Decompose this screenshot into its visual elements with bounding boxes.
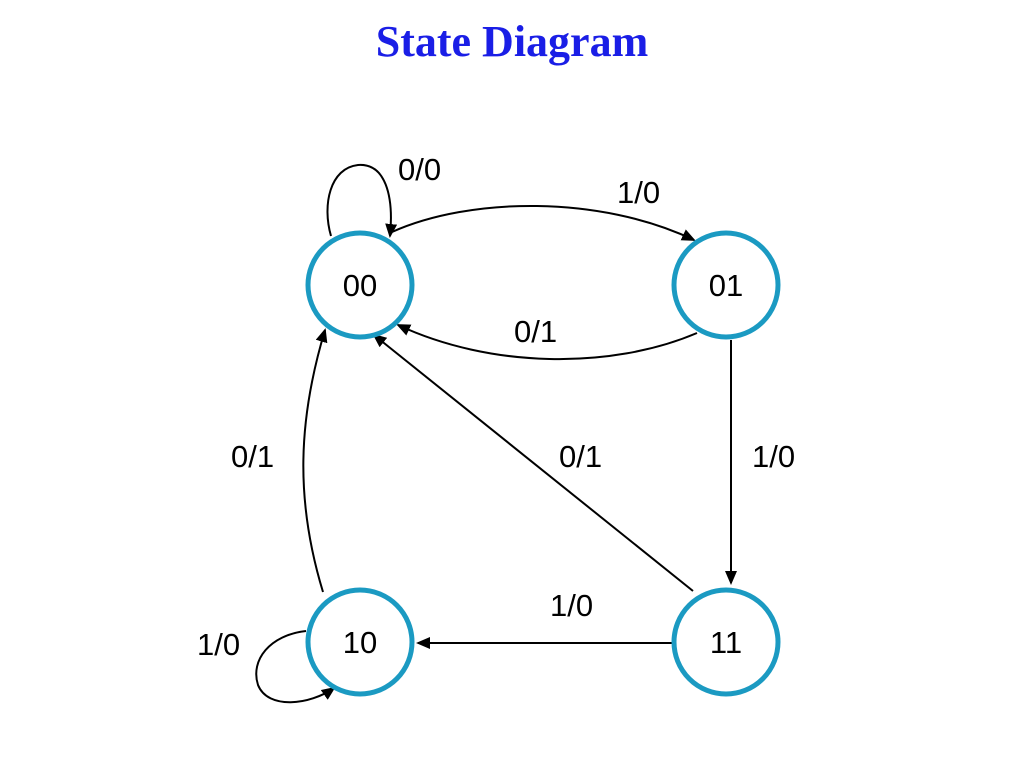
state-label: 10	[343, 625, 377, 660]
page-title: State Diagram	[375, 17, 649, 66]
label-01-to-00: 0/1	[514, 314, 557, 349]
state-label: 01	[709, 268, 743, 303]
label-11-to-00: 0/1	[559, 439, 602, 474]
state-node-10: 10	[305, 587, 415, 697]
edge-01-to-00	[396, 324, 698, 361]
state-circle	[305, 230, 415, 340]
label-10-to-10: 1/0	[197, 627, 240, 662]
state-node-11: 11	[671, 587, 781, 697]
label-01-to-11: 1/0	[752, 439, 795, 474]
edge-00-to-01	[391, 205, 696, 241]
state-circle	[305, 587, 415, 697]
edges	[255, 163, 737, 704]
state-circle	[671, 230, 781, 340]
edge-11-to-00	[372, 333, 694, 592]
state-label: 00	[343, 268, 377, 303]
edge-10-to-00	[302, 328, 328, 593]
label-00-to-01: 1/0	[617, 175, 660, 210]
state-label: 11	[710, 625, 742, 660]
edge-10-to-10	[255, 630, 336, 704]
state-circle	[671, 587, 781, 697]
edge-00-to-00	[326, 163, 398, 238]
label-11-to-10: 1/0	[550, 588, 593, 623]
label-10-to-00: 0/1	[231, 439, 274, 474]
label-00-to-00: 0/0	[398, 152, 441, 187]
edge-labels: 0/0 1/0 0/1 1/0 0/1 1/0 0/1 1/0	[197, 152, 795, 662]
state-node-01: 01	[671, 230, 781, 340]
state-node-00: 00	[305, 230, 415, 340]
